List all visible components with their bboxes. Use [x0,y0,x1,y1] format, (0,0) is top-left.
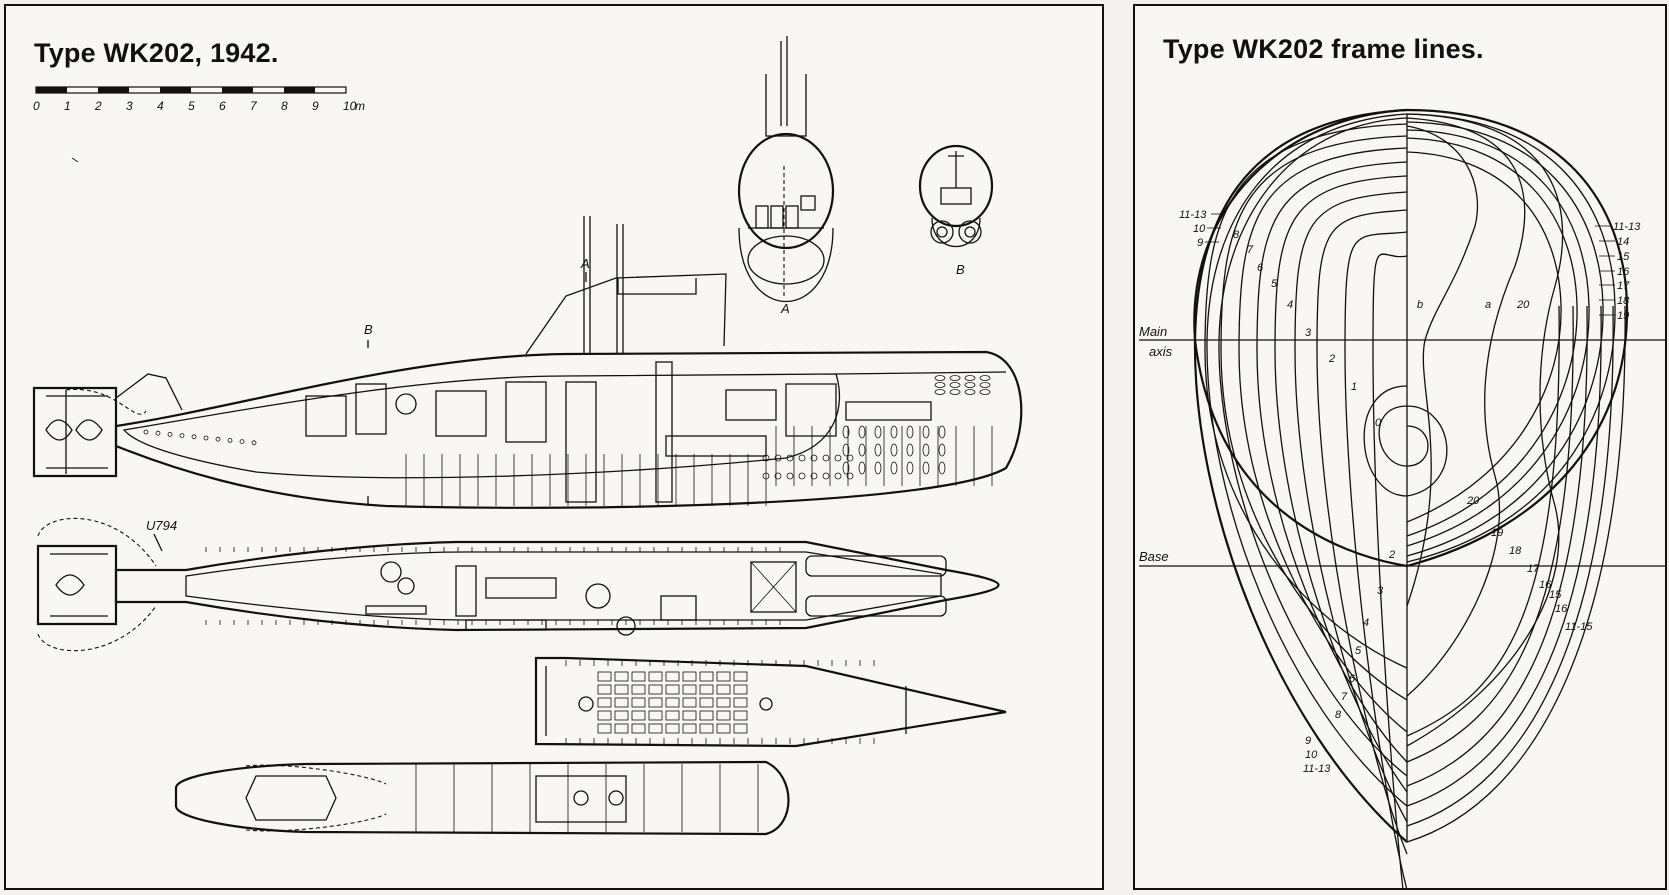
general-arrangement-panel: Type WK202, 1942. 0 1 2 3 4 5 6 7 8 9 10 m [4,4,1104,890]
section-caption-b: B [956,262,965,277]
section-marker-b: B [364,322,373,337]
frame-label-lower-right: 20 [1466,495,1480,507]
deck-view [534,656,1007,748]
scale-tick-label: 2 [94,99,102,113]
frame-label-upper-left: 0 [1375,417,1382,429]
plan-view: U794 [36,518,1000,652]
frame-label-bottom: 9 [1305,735,1311,747]
frame-label-bottom: 10 [1305,749,1318,761]
frame-label-right-edge: 16 [1617,266,1630,278]
drawing-title: Type WK202, 1942. [34,38,279,68]
frame-label-upper-left: 7 [1247,244,1254,256]
frame-label-lower-right: 18 [1509,545,1522,557]
frame-label-lower-right: 19 [1491,527,1503,539]
forebody-frame-curves [1193,108,1408,888]
frame-label-lower-left: 6 [1349,673,1356,685]
keel-view [174,760,790,836]
afterbody-frame-curves [1193,108,1629,843]
frame-label-right-edge: 17 [1617,280,1630,292]
scale-bar: 0 1 2 3 4 5 6 7 8 9 10 m [33,86,365,113]
frame-label-right-edge: 11-13 [1613,221,1641,233]
frame-label-upper-left: 2 [1328,353,1335,365]
section-view-a: A [737,36,835,316]
scale-tick-label: 7 [250,99,258,113]
general-arrangement-drawing: 0 1 2 3 4 5 6 7 8 9 10 m [32,36,1023,836]
frame-label-lower-right: 11-15 [1565,621,1593,633]
frame-label-left-edge: 9 [1197,237,1203,249]
axis-sublabel: axis [1149,344,1173,359]
scale-tick-label: 6 [219,99,226,113]
frame-label-lower-left: 5 [1355,645,1362,657]
variant-label: U794 [146,518,177,533]
frame-label-right-edge: 14 [1617,236,1629,248]
frame-label-left-edge: 10 [1193,223,1206,235]
frame-label-lower-left: 4 [1363,617,1369,629]
frame-lines-panel: Type WK202 frame lines. Main axis Base 1… [1133,4,1667,890]
scale-tick-label: 3 [126,99,133,113]
frame-label-lower-left: 7 [1341,691,1348,703]
scale-tick-label: 5 [188,99,195,113]
frame-label-upper-left: 4 [1287,299,1293,311]
frame-label-lower-left: 8 [1335,709,1342,721]
scale-tick-label: 4 [157,99,164,113]
frame-label-upper-right: 20 [1516,299,1530,311]
side-elevation-view: B A [32,216,1023,509]
frame-lines-title: Type WK202 frame lines. [1163,34,1484,64]
frame-label-lower-right: 17 [1527,563,1540,575]
frame-label-right-edge: 19 [1617,310,1629,322]
frame-label-upper-left: 1 [1351,381,1357,393]
frame-label-right-edge: 18 [1617,295,1630,307]
frame-label-upper-left: 3 [1305,327,1312,339]
frame-label-upper-left: 5 [1271,278,1278,290]
scale-tick-label: 9 [312,99,319,113]
frame-label-lower-right: 16 [1539,579,1552,591]
section-view-b: B [918,144,994,277]
section-marker-a: A [580,256,590,271]
frame-label-upper-right: b [1417,299,1423,311]
frame-lines-drawing: Main axis Base 11-1310911-13141516171819… [1139,108,1665,888]
scale-tick-label: 10 [343,99,357,113]
frame-label-lower-left: 2 [1388,549,1395,561]
frame-label-lower-right: 16 [1555,603,1568,615]
frame-label-left-edge: 11-13 [1179,209,1207,221]
section-caption-a: A [780,301,790,316]
frame-label-upper-left: 8 [1233,229,1240,241]
frame-label-bottom: 11-13 [1303,763,1331,775]
base-label: Base [1139,549,1169,564]
scale-tick-label: 0 [33,99,40,113]
speck-mark [71,157,79,163]
scale-tick-label: 8 [281,99,288,113]
frame-label-lower-left: 3 [1377,585,1384,597]
scale-unit: m [355,99,365,113]
frame-label-upper-left: 6 [1257,262,1264,274]
frame-label-lower-right: 15 [1549,589,1562,601]
frame-label-right-edge: 15 [1617,251,1630,263]
main-axis-label: Main [1139,324,1167,339]
scale-tick-label: 1 [64,99,71,113]
frame-label-upper-right: a [1485,299,1491,311]
